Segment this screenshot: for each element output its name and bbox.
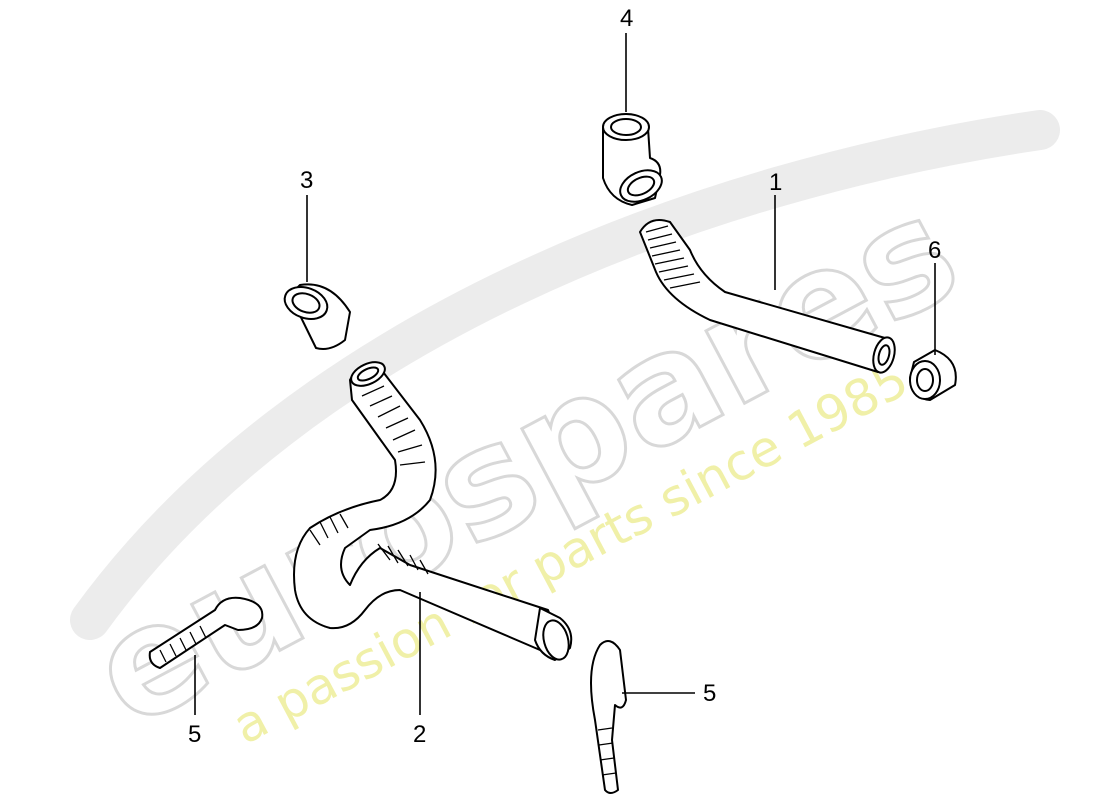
- callout-4: 4: [620, 5, 633, 32]
- part-1-hose: [639, 219, 896, 374]
- callouts: 1 2 3 4 5 5 6: [188, 5, 941, 748]
- watermark-brand: eurospares: [65, 163, 984, 762]
- leader-lines: [194, 33, 936, 715]
- part-5-cable-tie-left: [148, 596, 264, 669]
- part-4-elbow-fitting: [602, 113, 663, 206]
- callout-6: 6: [928, 237, 941, 264]
- callout-5-left: 5: [188, 721, 201, 748]
- callout-3: 3: [300, 167, 313, 194]
- part-3-sleeve: [283, 283, 351, 350]
- watermark: eurospares a passion for parts since 198…: [64, 110, 1060, 763]
- callout-1: 1: [769, 169, 782, 196]
- part-6-grommet: [909, 349, 957, 401]
- callout-2: 2: [413, 721, 426, 748]
- part-2-hose: [293, 361, 573, 661]
- callout-5-right: 5: [703, 680, 716, 707]
- part-5-cable-tie-right: [590, 640, 627, 794]
